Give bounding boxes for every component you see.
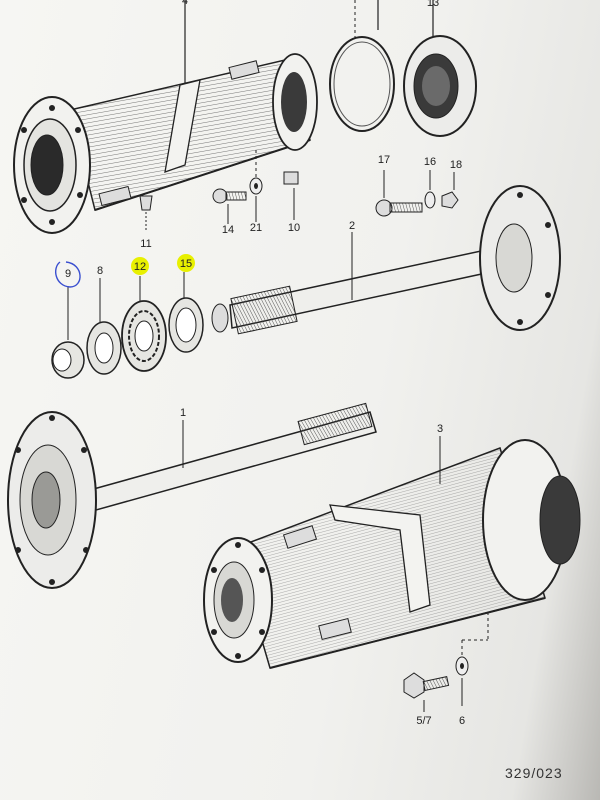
callout-14: 14 bbox=[222, 224, 234, 236]
part-11-grease-nipple bbox=[139, 195, 153, 232]
callout-10: 10 bbox=[288, 222, 300, 234]
hand-drawn-circle-9 bbox=[54, 261, 81, 288]
part-15-spacer-ring bbox=[168, 272, 204, 353]
part-2-axle-shaft bbox=[211, 185, 561, 335]
highlight-15-marker bbox=[177, 254, 195, 272]
part-5-7-bolt bbox=[403, 672, 450, 712]
callout-6: 6 bbox=[459, 715, 465, 727]
callout-5-7: 5/7 bbox=[416, 715, 431, 727]
callout-16: 16 bbox=[424, 156, 436, 168]
part-13-cover-and-seal bbox=[329, 0, 477, 137]
part-6-washer bbox=[455, 640, 469, 706]
part-16-washer bbox=[424, 170, 436, 209]
part-18-nut bbox=[441, 172, 459, 209]
callout-18: 18 bbox=[450, 159, 462, 171]
callout-1: 1 bbox=[180, 407, 186, 419]
part-4-axle-housing bbox=[13, 0, 318, 234]
callout-9: 9 bbox=[65, 268, 71, 280]
part-9-sleeve bbox=[51, 286, 85, 379]
callout-2: 2 bbox=[349, 220, 355, 232]
part-14-bolt bbox=[212, 188, 247, 224]
callout-4: 4 bbox=[182, 0, 188, 7]
part-1-axle-shaft bbox=[7, 402, 377, 589]
part-12-bearing bbox=[121, 276, 167, 372]
callout-13: 13 bbox=[427, 0, 439, 9]
part-10-breather bbox=[283, 171, 299, 220]
callout-15: 15 bbox=[180, 258, 192, 270]
part-8-seal-ring bbox=[86, 278, 122, 375]
callout-8: 8 bbox=[97, 265, 103, 277]
page-reference-number: 329/023 bbox=[505, 765, 563, 781]
callout-3: 3 bbox=[437, 423, 443, 435]
part-3-axle-housing bbox=[203, 436, 581, 669]
callout-11: 11 bbox=[140, 238, 151, 250]
highlight-12-marker bbox=[131, 257, 149, 275]
callout-17: 17 bbox=[378, 154, 390, 166]
callout-21: 21 bbox=[250, 222, 262, 234]
part-17-bolt bbox=[375, 170, 423, 217]
part-21-washer bbox=[249, 150, 263, 222]
callout-12: 12 bbox=[134, 261, 146, 273]
